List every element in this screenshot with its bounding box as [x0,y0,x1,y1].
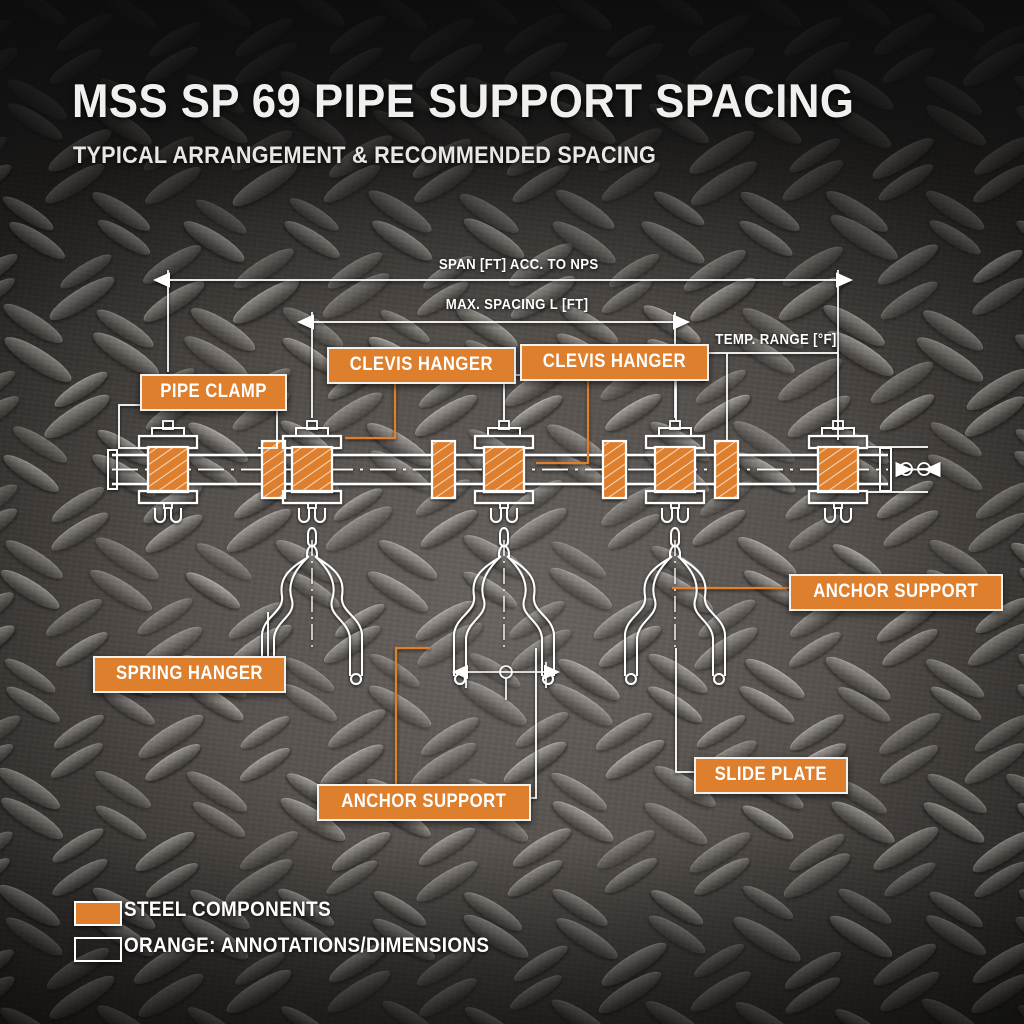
support-assemblies [137,420,869,523]
callout-label: SPRING HANGER [116,663,263,684]
max-spacing-dimension-label: MAX. SPACING L [FT] [445,296,589,313]
temp-range-dimension-label: TEMP. RANGE [°F] [715,331,837,348]
callout-label: ANCHOR SUPPORT [341,791,507,812]
callout-label: CLEVIS HANGER [542,351,686,372]
callout-pipe-clamp[interactable]: PIPE CLAMP [140,374,288,411]
support-assembly [644,420,706,523]
callout-slide-plate[interactable]: SLIDE PLATE [694,757,848,794]
page-title: MSS SP 69 PIPE SUPPORT SPACING [72,74,855,127]
spring-hanger [261,526,363,685]
spring-hanger [453,526,555,685]
callout-label: ANCHOR SUPPORT [813,581,979,602]
callout-clevis-hanger-1[interactable]: CLEVIS HANGER [327,347,516,384]
span-dimension-line [153,270,853,440]
callout-label: PIPE CLAMP [160,381,267,402]
support-assembly [807,420,869,523]
callout-anchor-support-bottom[interactable]: ANCHOR SUPPORT [317,784,531,821]
page-subtitle: TYPICAL ARRANGEMENT & RECOMMENDED SPACIN… [73,142,657,169]
support-assembly [281,420,343,523]
legend-swatch-steel-components [74,901,122,926]
temp-range-leader [707,352,838,440]
spring-hangers [261,526,726,685]
pipe-run [107,447,892,492]
legend-label-orange-annotations: ORANGE: ANNOTATIONS/DIMENSIONS [124,934,490,957]
callout-label: CLEVIS HANGER [349,354,493,375]
callout-leaders [118,374,790,799]
support-assembly [473,420,535,523]
span-dimension-label: SPAN [FT] ACC. TO NPS [438,256,599,273]
callout-clevis-hanger-2[interactable]: CLEVIS HANGER [520,344,709,381]
support-assembly [137,420,199,523]
legend-label-steel-components: STEEL COMPONENTS [124,898,332,921]
spring-hanger [624,526,726,685]
callout-spring-hanger[interactable]: SPRING HANGER [93,656,286,693]
pipe-diameter-dimension [868,446,941,493]
callout-anchor-support-right[interactable]: ANCHOR SUPPORT [789,574,1003,611]
intermediate-steel-blocks [260,439,740,500]
legend-swatch-orange-annotations [74,937,122,962]
callout-label: SLIDE PLATE [714,764,827,785]
base-width-dimension [452,662,560,700]
